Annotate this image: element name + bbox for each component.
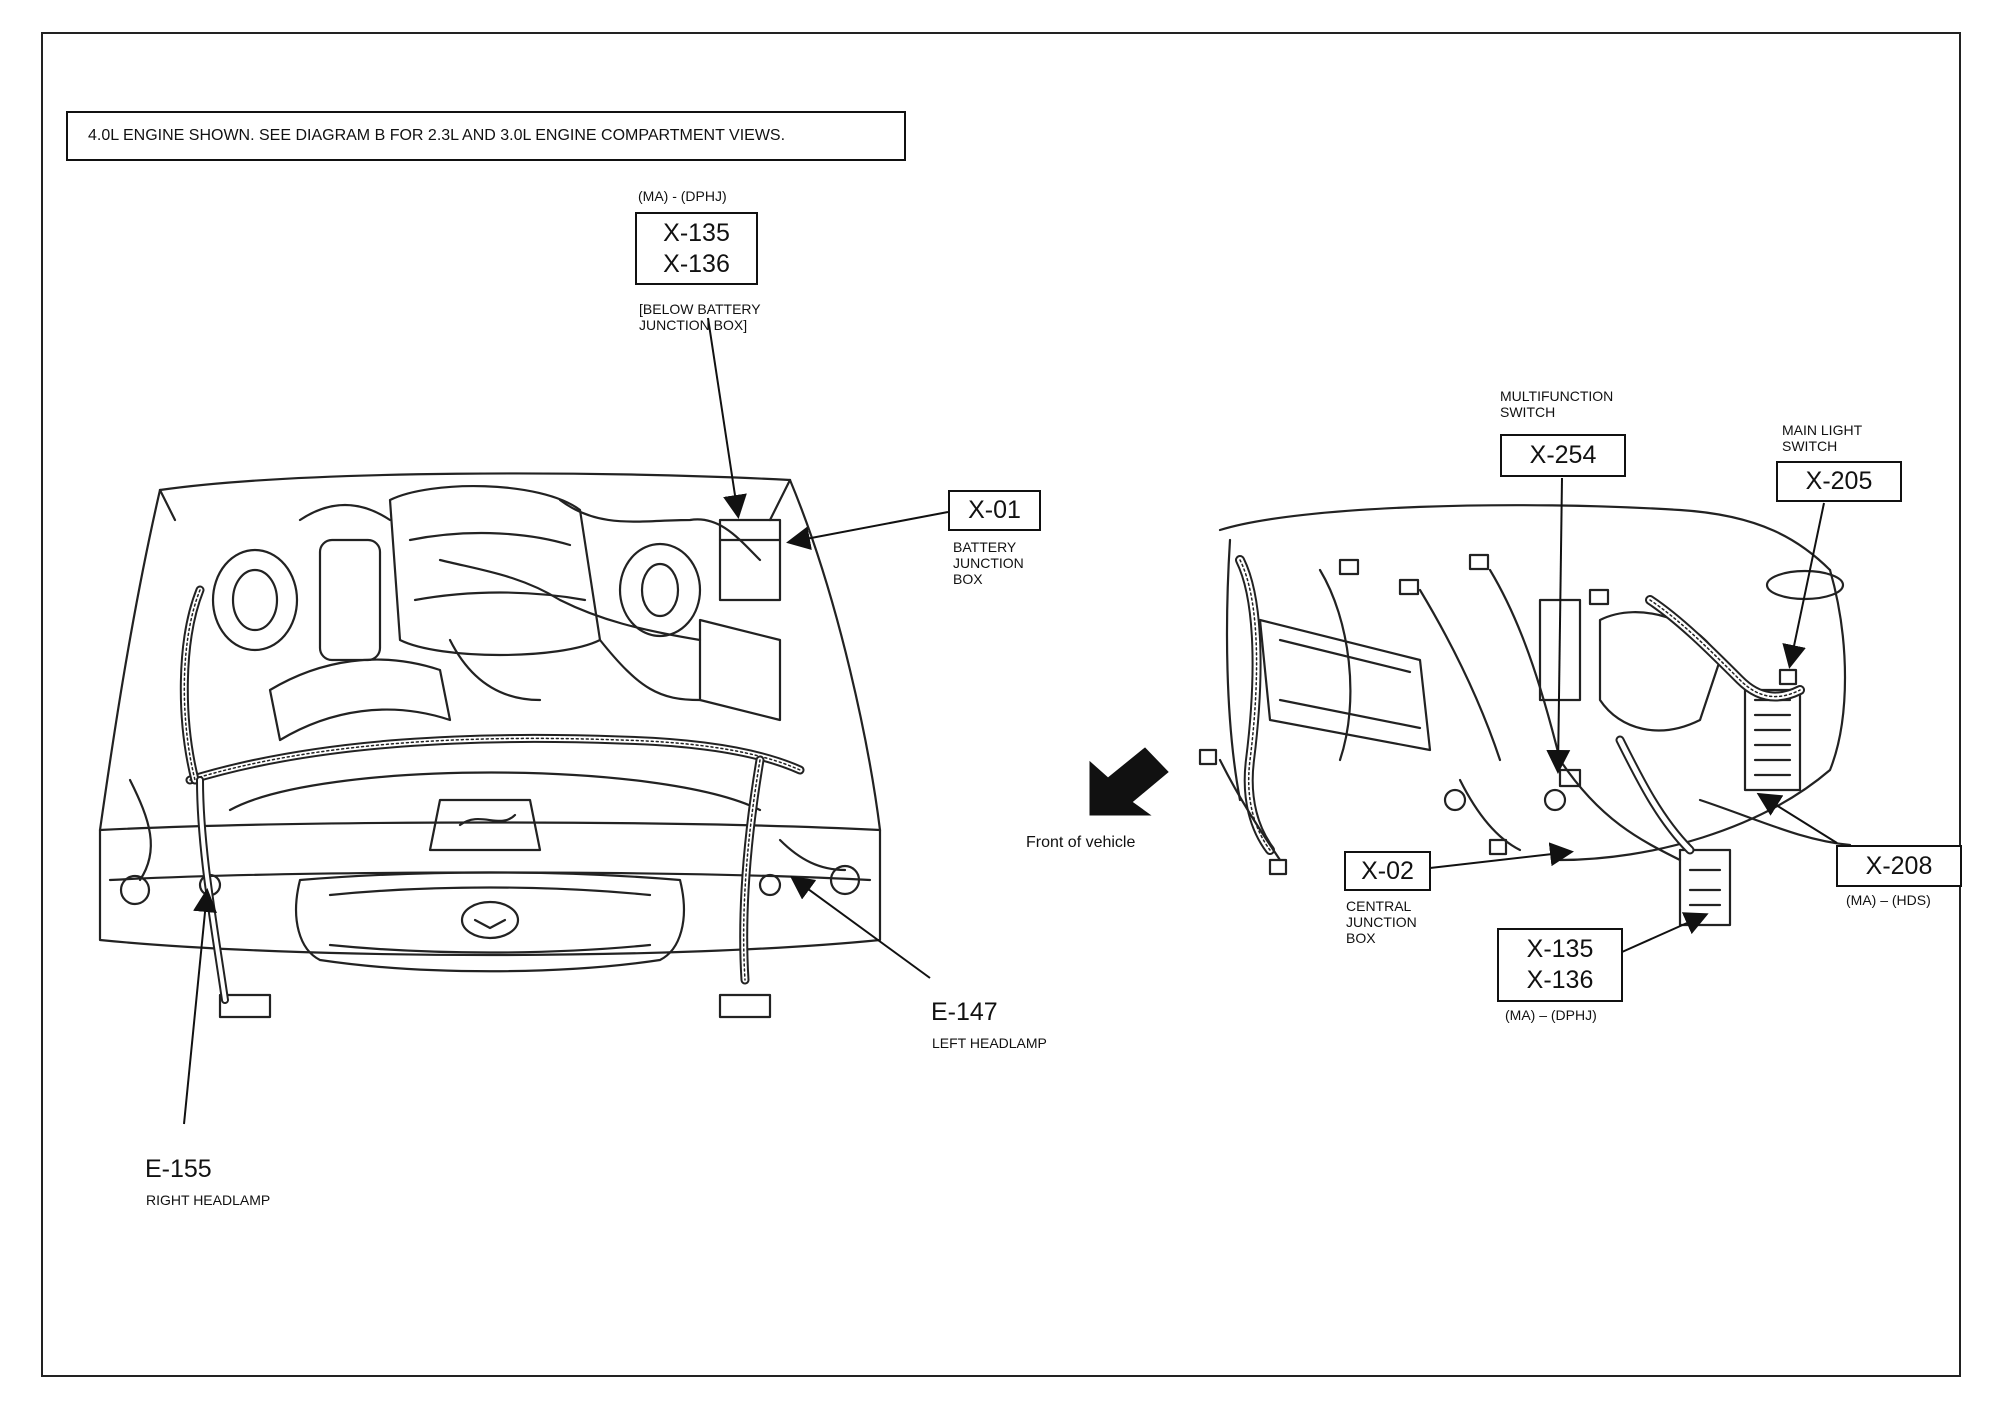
code-x135-bottom: X-135 — [1526, 935, 1594, 963]
code-x205: X-205 — [1805, 467, 1873, 495]
right-headlamp-label: RIGHT HEADLAMP — [146, 1192, 271, 1208]
code-x01: X-01 — [968, 496, 1021, 524]
connector-x01[interactable]: X-01 — [948, 490, 1041, 531]
central-junction-box-label: CENTRAL JUNCTION BOX — [1346, 898, 1417, 946]
code-x254: X-254 — [1529, 441, 1597, 469]
leader-lines-dash — [1429, 477, 1838, 953]
code-x02: X-02 — [1361, 856, 1414, 885]
engine-note-banner: 4.0L ENGINE SHOWN. SEE DIAGRAM B FOR 2.3… — [66, 111, 906, 161]
battery-junction-box-label: BATTERY JUNCTION BOX — [953, 539, 1024, 587]
connector-x208[interactable]: X-208 — [1836, 845, 1962, 887]
engine-compartment-drawing — [98, 472, 882, 1019]
x135-bottom-tag: (MA) – (DPHJ) — [1505, 1007, 1597, 1023]
multifunction-switch-label: MULTIFUNCTION SWITCH — [1500, 388, 1614, 420]
code-x136-bottom: X-136 — [1526, 966, 1594, 994]
connector-x135-x136-bottom[interactable]: X-135 X-136 — [1497, 928, 1623, 1002]
leader-lines-engine — [183, 317, 949, 1125]
main-light-switch-label: MAIN LIGHT SWITCH — [1782, 422, 1863, 454]
code-e155: E-155 — [145, 1155, 212, 1183]
code-x208: X-208 — [1865, 851, 1933, 880]
connector-x02[interactable]: X-02 — [1344, 851, 1431, 891]
left-headlamp-label: LEFT HEADLAMP — [932, 1035, 1047, 1051]
instrument-panel-drawing — [1198, 504, 1852, 927]
code-x136-top: X-136 — [663, 249, 730, 278]
x135-top-note: [BELOW BATTERY JUNCTION BOX] — [639, 301, 761, 333]
front-of-vehicle-label: Front of vehicle — [1026, 834, 1136, 851]
connector-x205[interactable]: X-205 — [1776, 461, 1902, 502]
connector-x254[interactable]: X-254 — [1500, 434, 1626, 477]
diagram-frame — [41, 32, 1961, 1377]
code-x135-top: X-135 — [663, 218, 730, 247]
code-e147: E-147 — [931, 998, 998, 1026]
connector-x135-x136-top[interactable]: X-135 X-136 — [635, 212, 758, 285]
x135-top-tag: (MA) - (DPHJ) — [638, 188, 727, 204]
front-of-vehicle-arrow — [1089, 747, 1169, 816]
x208-tag: (MA) – (HDS) — [1846, 892, 1931, 908]
